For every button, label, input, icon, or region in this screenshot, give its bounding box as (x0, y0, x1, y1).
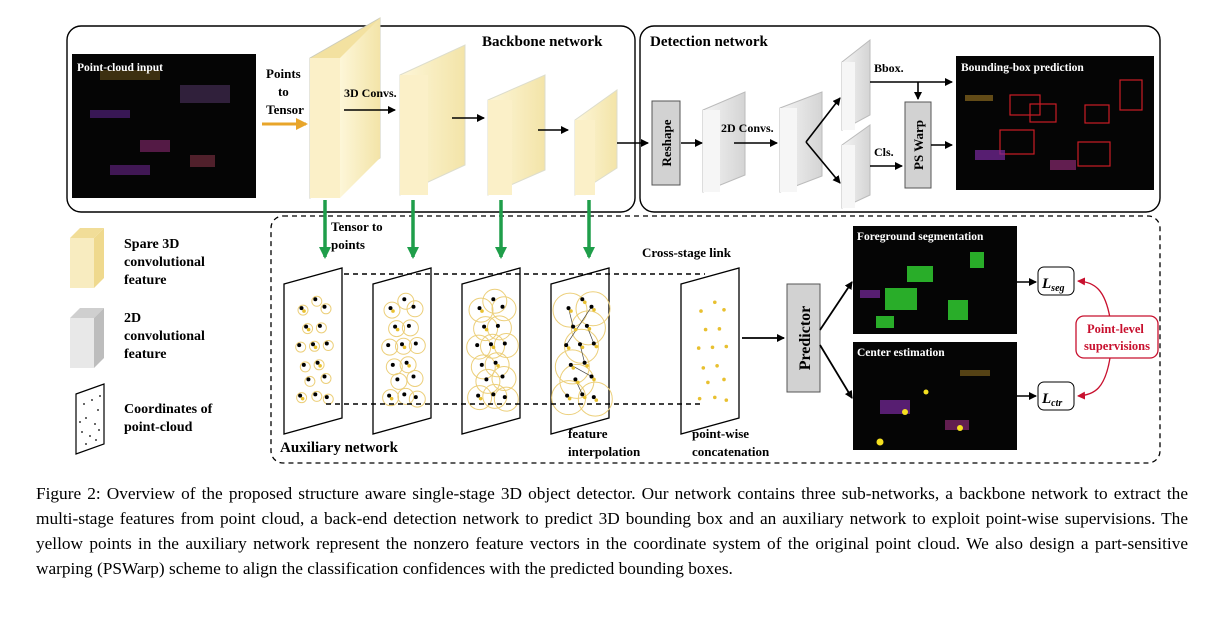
feature3d-block-1 (309, 17, 381, 199)
point-cloud-input-label: Point-cloud input (77, 62, 163, 74)
point-plane-5 (680, 267, 740, 435)
bbox-prediction-image: Bounding-box prediction (956, 56, 1154, 190)
cls-label: Cls. (874, 145, 894, 159)
predictor-box (786, 283, 821, 393)
legend-coords-label: Coordinates of point-cloud (124, 402, 216, 435)
detection-title: Detection network (650, 34, 769, 50)
predictor-label: Predictor (797, 306, 814, 371)
point-plane-3 (461, 267, 521, 435)
legend-sparse3d-label: Spare 3D convolutional feature (124, 237, 208, 288)
loss-ctr-label: Lctr (1041, 391, 1062, 409)
feature-interpolation-label: feature interpolation (568, 426, 641, 459)
feature2d-block-1 (702, 91, 746, 193)
reshape-box (651, 100, 681, 186)
feature3d-block-2 (399, 44, 466, 196)
pswarp-label: PS Warp (911, 120, 926, 170)
bbox-label: Bbox. (874, 61, 904, 75)
point-plane-4 (550, 267, 613, 435)
legend-conv2d-icon (70, 308, 104, 368)
feature3d-block-4 (574, 89, 618, 196)
cross-stage-link-label: Cross-stage link (642, 245, 732, 260)
auxiliary-title: Auxiliary network (280, 440, 399, 456)
center-estimation-label: Center estimation (857, 347, 945, 359)
center-estimation-image: Center estimation (853, 342, 1017, 450)
architecture-figure: Backbone network Detection network Point… (66, 17, 1161, 464)
loss-seg-box (1037, 266, 1075, 296)
detection-frame (639, 25, 1161, 213)
point-planes (283, 267, 740, 435)
foreground-segmentation-label: Foreground segmentation (857, 231, 984, 243)
foreground-segmentation-image: Foreground segmentation (853, 226, 1017, 334)
point-level-supervisions-label: Point-level supervisions (1084, 322, 1150, 353)
pswarp-box (904, 101, 932, 189)
auxiliary-frame (270, 215, 1161, 464)
bbox-prediction-label: Bounding-box prediction (961, 62, 1084, 74)
legend-conv2d-label: 2D convolutional feature (124, 311, 208, 362)
loss-ctr-box (1037, 381, 1075, 411)
conv2d-label: 2D Convs. (721, 121, 774, 135)
point-plane-1 (283, 267, 343, 435)
legend-sparse3d-icon (70, 228, 104, 288)
feature2d-block-3 (841, 38, 871, 131)
point-cloud-input-image: Point-cloud input (72, 54, 256, 198)
legend-coords-icon (75, 383, 105, 455)
reshape-label: Reshape (659, 119, 674, 166)
backbone-title: Backbone network (482, 34, 603, 50)
feature2d-block-4 (841, 124, 871, 209)
pointwise-concatenation-label: point-wise concatenation (692, 426, 770, 459)
figure-caption: Figure 2: Overview of the proposed struc… (36, 484, 1188, 578)
feature2d-block-2 (779, 91, 823, 193)
conv3d-label: 3D Convs. (344, 86, 397, 100)
backbone-frame (66, 25, 636, 213)
point-plane-2 (372, 267, 432, 435)
feature3d-block-3 (487, 74, 546, 196)
points-to-tensor-label: Points to Tensor (266, 66, 304, 117)
tensor-to-points-label: Tensor to points (331, 219, 386, 252)
loss-seg-label: Lseg (1041, 276, 1065, 294)
point-level-supervisions-box (1075, 315, 1159, 359)
